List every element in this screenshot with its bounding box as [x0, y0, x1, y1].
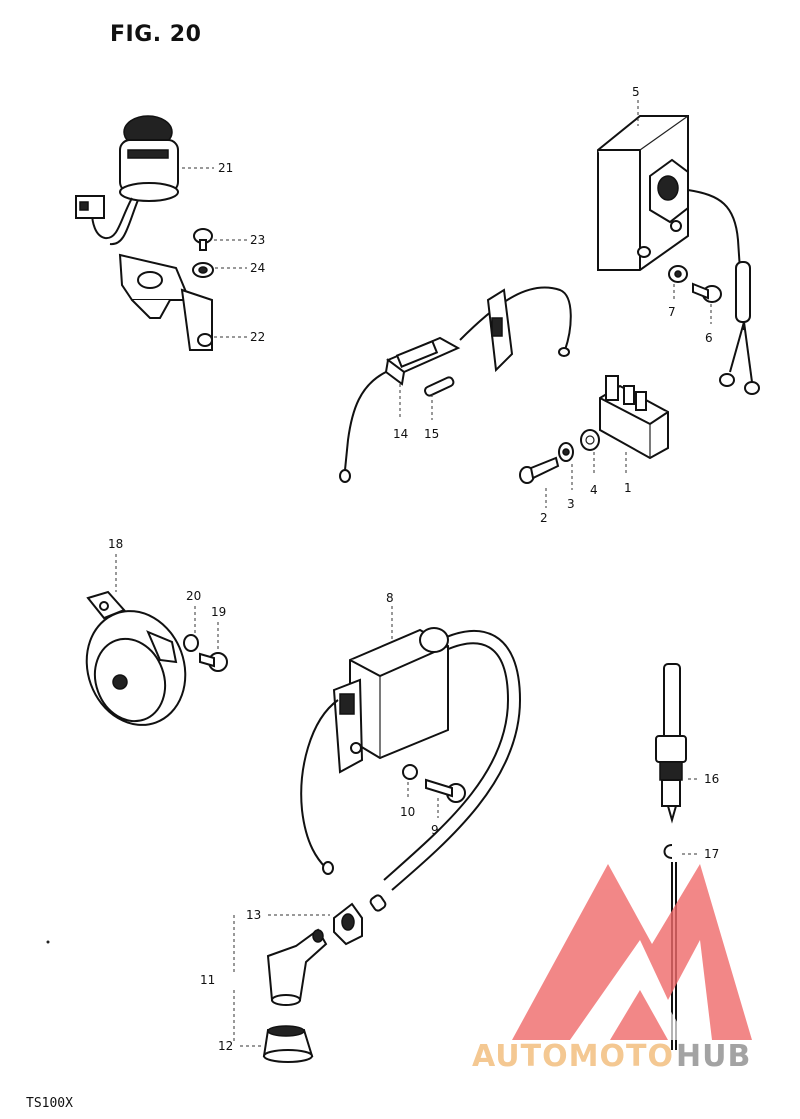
callout-5: 5 — [632, 85, 640, 99]
watermark-logo — [512, 864, 752, 1040]
part-fuse-holder — [339, 286, 572, 483]
part-bolt-6 — [692, 282, 722, 303]
callout-2: 2 — [540, 511, 548, 525]
model-code: TS100X — [26, 1096, 73, 1111]
callout-17: 17 — [704, 847, 719, 861]
callout-12: 12 — [218, 1039, 233, 1053]
part-screw-2 — [519, 456, 560, 484]
part-screw-23 — [193, 228, 213, 251]
part-unit-1 — [599, 375, 669, 460]
part-seal-13 — [333, 894, 387, 946]
callout-9: 9 — [431, 823, 439, 837]
callout-3: 3 — [567, 497, 575, 511]
part-regulator — [597, 115, 760, 395]
part-bolt-9 — [425, 778, 466, 803]
callout-14: 14 — [393, 427, 408, 441]
callout-24: 24 — [250, 261, 265, 275]
watermark-text-b: HUB — [676, 1039, 751, 1074]
part-ignition-coil — [300, 627, 522, 891]
part-plug-cap — [266, 928, 328, 1006]
callout-18: 18 — [108, 537, 123, 551]
figure-title: FIG. 20 — [110, 22, 202, 47]
callout-6: 6 — [705, 331, 713, 345]
part-washer-20 — [183, 634, 199, 652]
callout-13: 13 — [246, 908, 261, 922]
callout-10: 10 — [400, 805, 415, 819]
part-washer-10 — [402, 764, 418, 780]
callout-7: 7 — [668, 305, 676, 319]
part-horn — [85, 590, 187, 726]
callout-8: 8 — [386, 591, 394, 605]
watermark-text-a: AUTOMOTO — [472, 1039, 674, 1074]
part-cap-cover-12 — [262, 1025, 314, 1063]
part-bolt-19 — [199, 652, 228, 672]
callout-16: 16 — [704, 772, 719, 786]
callout-21: 21 — [218, 161, 233, 175]
callout-20: 20 — [186, 589, 201, 603]
callout-11: 11 — [200, 973, 215, 987]
callout-19: 19 — [211, 605, 226, 619]
part-switch-bracket — [118, 253, 213, 351]
part-ignition-switch — [75, 115, 179, 246]
callout-15: 15 — [424, 427, 439, 441]
callout-22: 22 — [250, 330, 265, 344]
part-spark-plug — [655, 663, 687, 824]
part-washer-24 — [192, 262, 214, 278]
part-washer-4 — [580, 429, 600, 451]
callout-1: 1 — [624, 481, 632, 495]
part-fuse — [424, 376, 455, 397]
callout-23: 23 — [250, 233, 265, 247]
callout-4: 4 — [590, 483, 598, 497]
